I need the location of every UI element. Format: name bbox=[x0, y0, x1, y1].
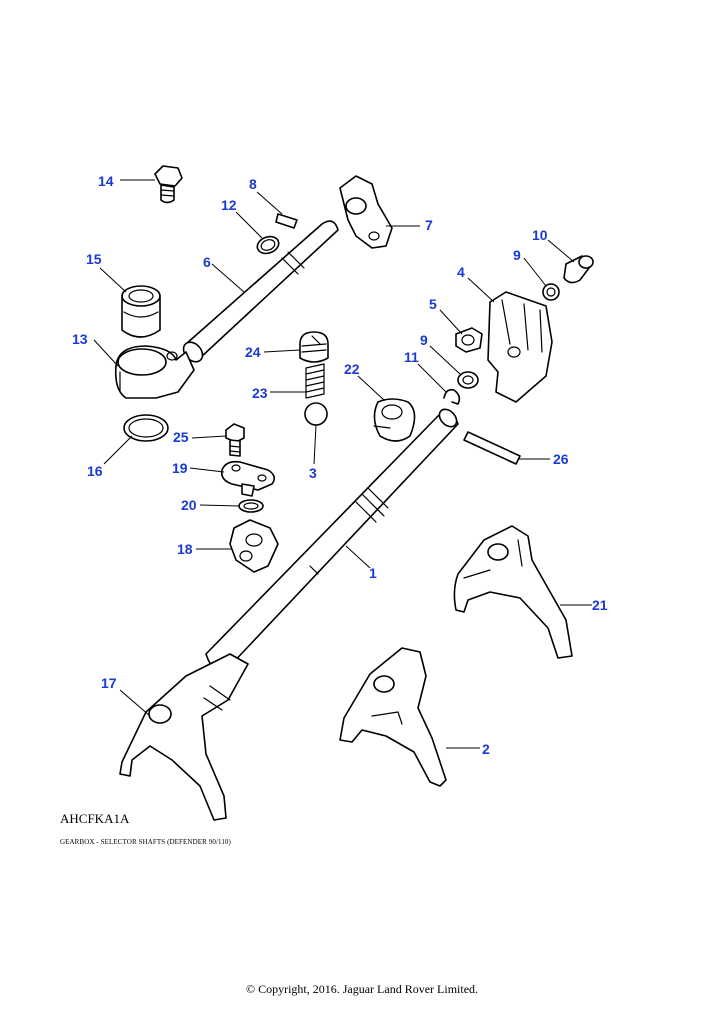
callout-7[interactable]: 7 bbox=[425, 217, 433, 233]
callout-12[interactable]: 12 bbox=[221, 197, 237, 213]
callout-labels: 1 2 3 4 5 6 7 8 9 9 10 11 12 13 14 15 16… bbox=[72, 173, 608, 757]
interlock-drawing bbox=[373, 398, 416, 442]
spring-drawing bbox=[305, 363, 325, 399]
selector-fork-middle-drawing bbox=[339, 647, 447, 787]
diagram-reference-code: AHCFKA1A bbox=[60, 811, 130, 826]
callout-14[interactable]: 14 bbox=[98, 173, 114, 189]
dowel-pin-drawing bbox=[463, 431, 521, 465]
callout-1[interactable]: 1 bbox=[369, 565, 377, 581]
callout-22[interactable]: 22 bbox=[344, 361, 360, 377]
lower-washer-drawing bbox=[457, 371, 479, 389]
callout-24[interactable]: 24 bbox=[245, 344, 261, 360]
bush-drawing bbox=[121, 285, 161, 338]
callout-25[interactable]: 25 bbox=[173, 429, 189, 445]
callout-8[interactable]: 8 bbox=[249, 176, 257, 192]
callout-5[interactable]: 5 bbox=[429, 296, 437, 312]
snap-ring-drawing bbox=[123, 414, 169, 442]
copyright-notice: © Copyright, 2016. Jaguar Land Rover Lim… bbox=[245, 982, 479, 996]
leader-lines bbox=[93, 179, 592, 749]
callout-6[interactable]: 6 bbox=[203, 254, 211, 270]
roll-pin-drawing bbox=[275, 213, 298, 229]
callout-13[interactable]: 13 bbox=[72, 331, 88, 347]
callout-4[interactable]: 4 bbox=[457, 264, 465, 280]
circlip-drawing bbox=[443, 388, 461, 405]
upper-washer-drawing bbox=[542, 283, 560, 301]
o-ring-drawing bbox=[256, 235, 280, 255]
plate-drawing bbox=[220, 460, 276, 497]
callout-26[interactable]: 26 bbox=[553, 451, 569, 467]
callout-11[interactable]: 11 bbox=[404, 349, 419, 365]
selector-block-drawing bbox=[229, 519, 279, 573]
lever-drawing bbox=[339, 175, 393, 249]
callout-18[interactable]: 18 bbox=[177, 541, 193, 557]
plug-drawing bbox=[299, 331, 329, 363]
callout-9-lower[interactable]: 9 bbox=[420, 332, 428, 348]
callout-19[interactable]: 19 bbox=[172, 460, 188, 476]
ball-drawing bbox=[304, 402, 328, 426]
selector-fork-right-drawing bbox=[453, 525, 573, 659]
callout-17[interactable]: 17 bbox=[101, 675, 117, 691]
callout-16[interactable]: 16 bbox=[87, 463, 103, 479]
callout-23[interactable]: 23 bbox=[252, 385, 268, 401]
diagram-caption: GEARBOX - SELECTOR SHAFTS (DEFENDER 90/1… bbox=[60, 838, 231, 846]
bracket-drawing bbox=[487, 291, 553, 403]
callout-3[interactable]: 3 bbox=[309, 465, 317, 481]
bolt-drawing bbox=[154, 165, 183, 204]
callout-9-upper[interactable]: 9 bbox=[513, 247, 521, 263]
pivot-pin-drawing bbox=[563, 255, 594, 284]
callout-20[interactable]: 20 bbox=[181, 497, 197, 513]
plunger-drawing bbox=[455, 327, 483, 353]
screw-drawing bbox=[225, 423, 245, 457]
callout-2[interactable]: 2 bbox=[482, 741, 490, 757]
callout-15[interactable]: 15 bbox=[86, 251, 102, 267]
washer-drawing bbox=[238, 499, 264, 513]
callout-10[interactable]: 10 bbox=[532, 227, 548, 243]
selector-fork-left-drawing bbox=[119, 653, 249, 821]
callout-21[interactable]: 21 bbox=[592, 597, 608, 613]
housing-drawing bbox=[114, 345, 195, 399]
